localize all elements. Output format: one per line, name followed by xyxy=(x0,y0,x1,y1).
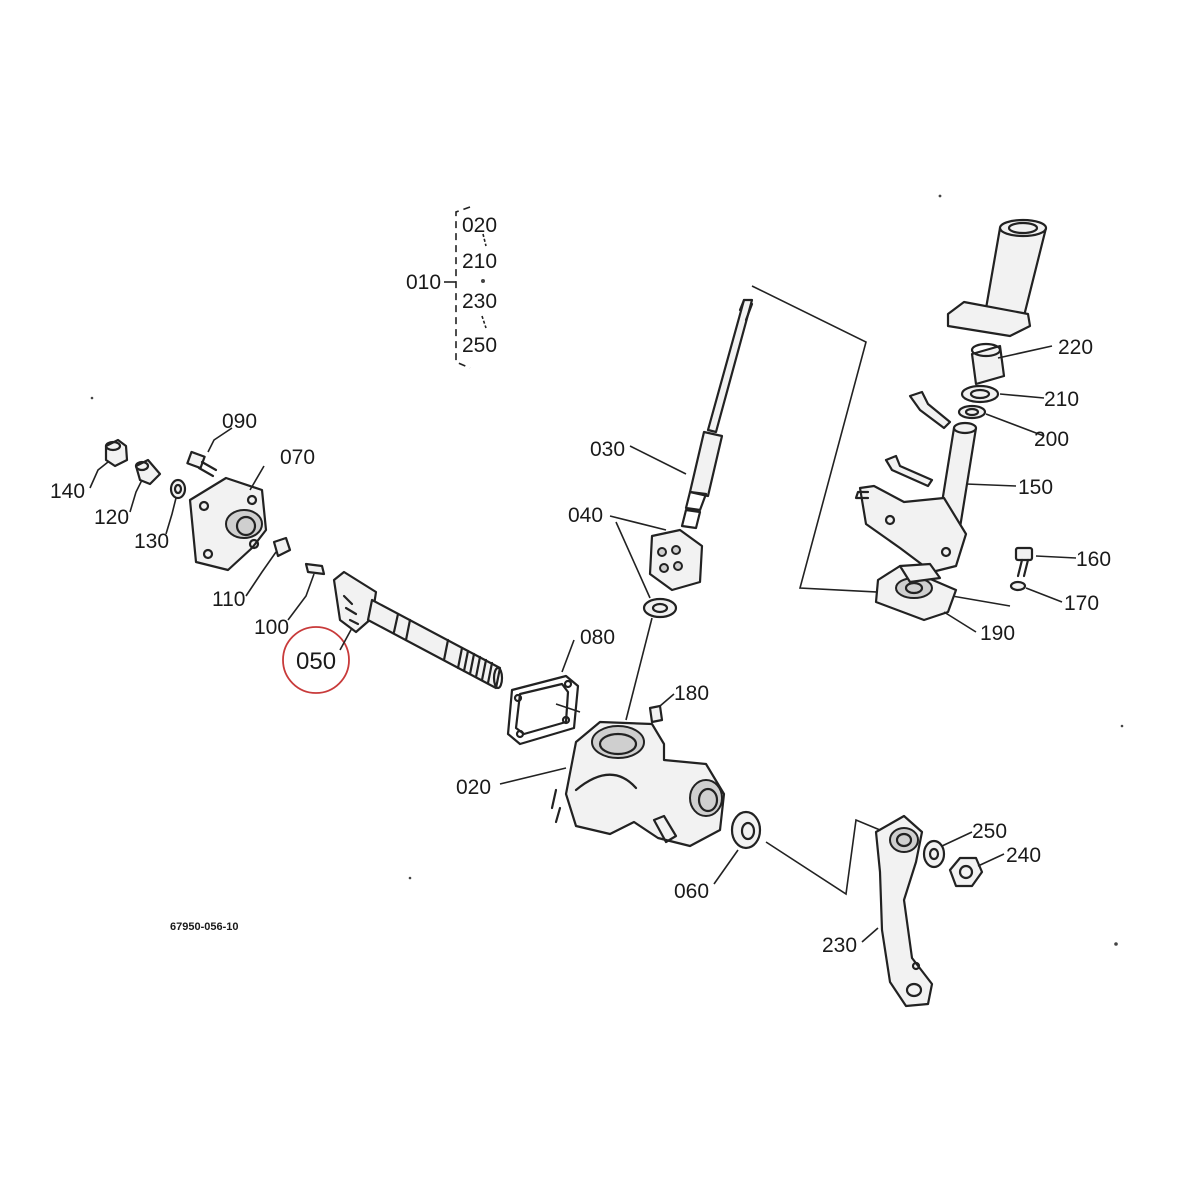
washer-250 xyxy=(922,839,946,869)
gear-housing-020 xyxy=(550,704,726,848)
callout-140: 140 xyxy=(50,480,85,503)
bolt-160 xyxy=(1014,546,1034,578)
upper-tube xyxy=(946,218,1048,338)
leader-lines xyxy=(89,345,1077,943)
callout-190: 190 xyxy=(980,622,1015,645)
pin-100 xyxy=(304,562,326,576)
callout-060-lower: 060 xyxy=(674,880,709,903)
callout-020: 020 xyxy=(456,776,491,799)
oil-seal-060 xyxy=(730,810,762,850)
callout-110: 110 xyxy=(212,588,245,611)
callout-130: 130 xyxy=(134,530,169,553)
drawing-code: 67950-056-10 xyxy=(170,921,239,933)
assembly-bracket: 010 020 210 230 250 xyxy=(406,206,497,369)
oil-seal-060-upper xyxy=(642,597,678,619)
assembly-routing-lines xyxy=(555,285,1011,896)
callout-210: 210 xyxy=(1044,388,1079,411)
assembly-member-020: 020 xyxy=(462,214,497,237)
callout-250: 250 xyxy=(972,820,1007,843)
spacer-120 xyxy=(134,458,162,486)
callout-200: 200 xyxy=(1034,428,1069,451)
callout-090: 090 xyxy=(222,410,257,433)
column-150 xyxy=(854,390,978,574)
callout-160: 160 xyxy=(1076,548,1111,571)
callout-100: 100 xyxy=(254,616,289,639)
highlight-label: 050 xyxy=(296,648,336,675)
lock-plate-110 xyxy=(272,536,292,558)
washer-130 xyxy=(169,478,187,500)
steering-column-group xyxy=(854,218,1048,622)
pitman-arm-230 xyxy=(874,814,934,1008)
cover-plate-070 xyxy=(188,476,268,572)
callout-230: 230 xyxy=(822,934,857,957)
assembly-member-230: 230 xyxy=(462,290,497,313)
callout-220: 220 xyxy=(1058,336,1093,359)
highlight-050: 050 xyxy=(282,626,353,694)
callout-170: 170 xyxy=(1064,592,1099,615)
callout-080: 080 xyxy=(580,626,615,649)
plug-180 xyxy=(648,704,664,724)
cap-nut-140 xyxy=(104,438,129,468)
highlight-circle xyxy=(282,626,350,694)
assembly-label: 010 xyxy=(406,271,441,294)
sector-shaft-050 xyxy=(332,570,504,690)
assembly-member-210: 210 xyxy=(462,250,497,273)
callout-150: 150 xyxy=(1018,476,1053,499)
bearing-210 xyxy=(960,384,1000,404)
ring-200 xyxy=(957,404,987,420)
assembly-member-250: 250 xyxy=(462,334,497,357)
callout-070: 070 xyxy=(280,446,315,469)
callout-120: 120 xyxy=(94,506,129,529)
nut-240 xyxy=(948,856,984,888)
callout-030: 030 xyxy=(590,438,625,461)
bushing-220 xyxy=(970,342,1006,386)
callout-040: 040 xyxy=(568,504,603,527)
gasket-080 xyxy=(506,674,580,746)
callout-labels: 090 070 140 120 130 110 100 030 040 080 … xyxy=(50,336,1111,957)
flange-190 xyxy=(874,562,958,622)
bolt-090 xyxy=(186,450,218,478)
callout-240: 240 xyxy=(1006,844,1041,867)
ball-nut-040 xyxy=(648,528,704,592)
steering-shaft-030 xyxy=(680,298,754,530)
cover-plate-group xyxy=(104,438,326,576)
callout-180: 180 xyxy=(674,682,709,705)
scan-specks xyxy=(90,194,1124,946)
washer-170 xyxy=(1009,580,1027,592)
